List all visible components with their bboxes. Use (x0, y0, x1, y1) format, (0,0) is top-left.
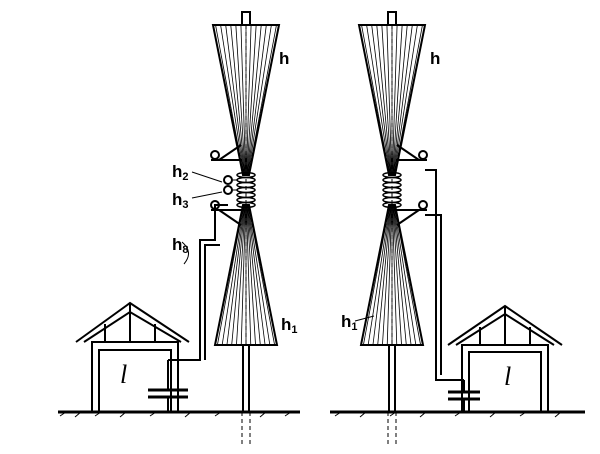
cone-rib (372, 204, 391, 346)
cone-rib (247, 204, 266, 346)
top-cap (387, 11, 397, 26)
label-left-top-cone: h (279, 49, 289, 68)
cone-rib (393, 24, 418, 176)
right-capacitor (425, 169, 480, 412)
cone-rib (394, 24, 423, 176)
cone-rib (393, 24, 413, 176)
coil-turn (236, 201, 256, 209)
cone-rib (371, 24, 391, 176)
left-ground (58, 410, 300, 418)
cone-rib (386, 24, 392, 176)
terminal-h3 (223, 185, 233, 195)
cone-rib (235, 24, 246, 176)
cone-rib (393, 204, 412, 346)
cone-rib (240, 24, 246, 176)
cone-rib (392, 204, 407, 346)
support-pole (242, 344, 250, 413)
cone-rib (361, 24, 390, 176)
cone-rib (392, 24, 408, 176)
label-wire: h8 (172, 235, 189, 256)
label-left-house: l (120, 360, 127, 389)
cone-rib (230, 24, 246, 176)
coil-turn (382, 201, 402, 209)
cone-rib (366, 24, 391, 176)
left-capacitor (148, 204, 228, 412)
cone-rib (367, 204, 391, 346)
support-pole (388, 344, 396, 413)
cone-rib (246, 204, 256, 346)
cone-rib (246, 24, 252, 176)
cone-rib (221, 204, 245, 346)
left-antenna-tower (210, 11, 281, 445)
cone-rib (246, 24, 257, 176)
label-right-top-cone: h (430, 49, 440, 68)
right-house (447, 304, 563, 413)
cone-rib (392, 204, 398, 346)
label-upper-terminal: h2 (172, 162, 189, 183)
cone-rib (247, 24, 267, 176)
bracket-strut (396, 144, 420, 161)
label-lower-terminal: h3 (172, 190, 189, 211)
label-right-bottom-cone: h1 (341, 312, 358, 333)
label-left-bottom-cone: h1 (281, 315, 298, 336)
cone-rib (394, 204, 422, 346)
bracket-strut (218, 209, 242, 226)
cone-rib (392, 24, 403, 176)
cone-rib (236, 204, 246, 346)
cone-rib (248, 24, 277, 176)
right-ground (330, 410, 585, 418)
cone-rib (386, 204, 392, 346)
bracket-strut (218, 144, 242, 161)
cone-rib (376, 24, 392, 176)
terminal-h2 (223, 175, 233, 185)
cone-rib (246, 204, 261, 346)
cone-rib (246, 204, 252, 346)
cone-rib (220, 24, 245, 176)
cone-rib (248, 204, 276, 346)
cone-rib (216, 204, 244, 346)
cone-rib (226, 204, 245, 346)
cone-rib (381, 24, 392, 176)
bracket-strut (396, 209, 420, 226)
cone-rib (393, 204, 417, 346)
label-right-house: l (504, 362, 511, 391)
insulator (418, 200, 428, 210)
cone-rib (392, 204, 402, 346)
cone-rib (225, 24, 245, 176)
cone-rib (247, 204, 271, 346)
cone-rib (377, 204, 392, 346)
cone-rib (240, 204, 246, 346)
cone-rib (382, 204, 392, 346)
cone-rib (247, 24, 272, 176)
cone-rib (392, 24, 398, 176)
cone-rib (231, 204, 246, 346)
insulator (210, 150, 220, 160)
cone-rib (246, 24, 262, 176)
cone-rib (215, 24, 244, 176)
top-cap (241, 11, 251, 26)
right-antenna-tower (357, 11, 428, 445)
insulator (418, 150, 428, 160)
cone-rib (362, 204, 390, 346)
